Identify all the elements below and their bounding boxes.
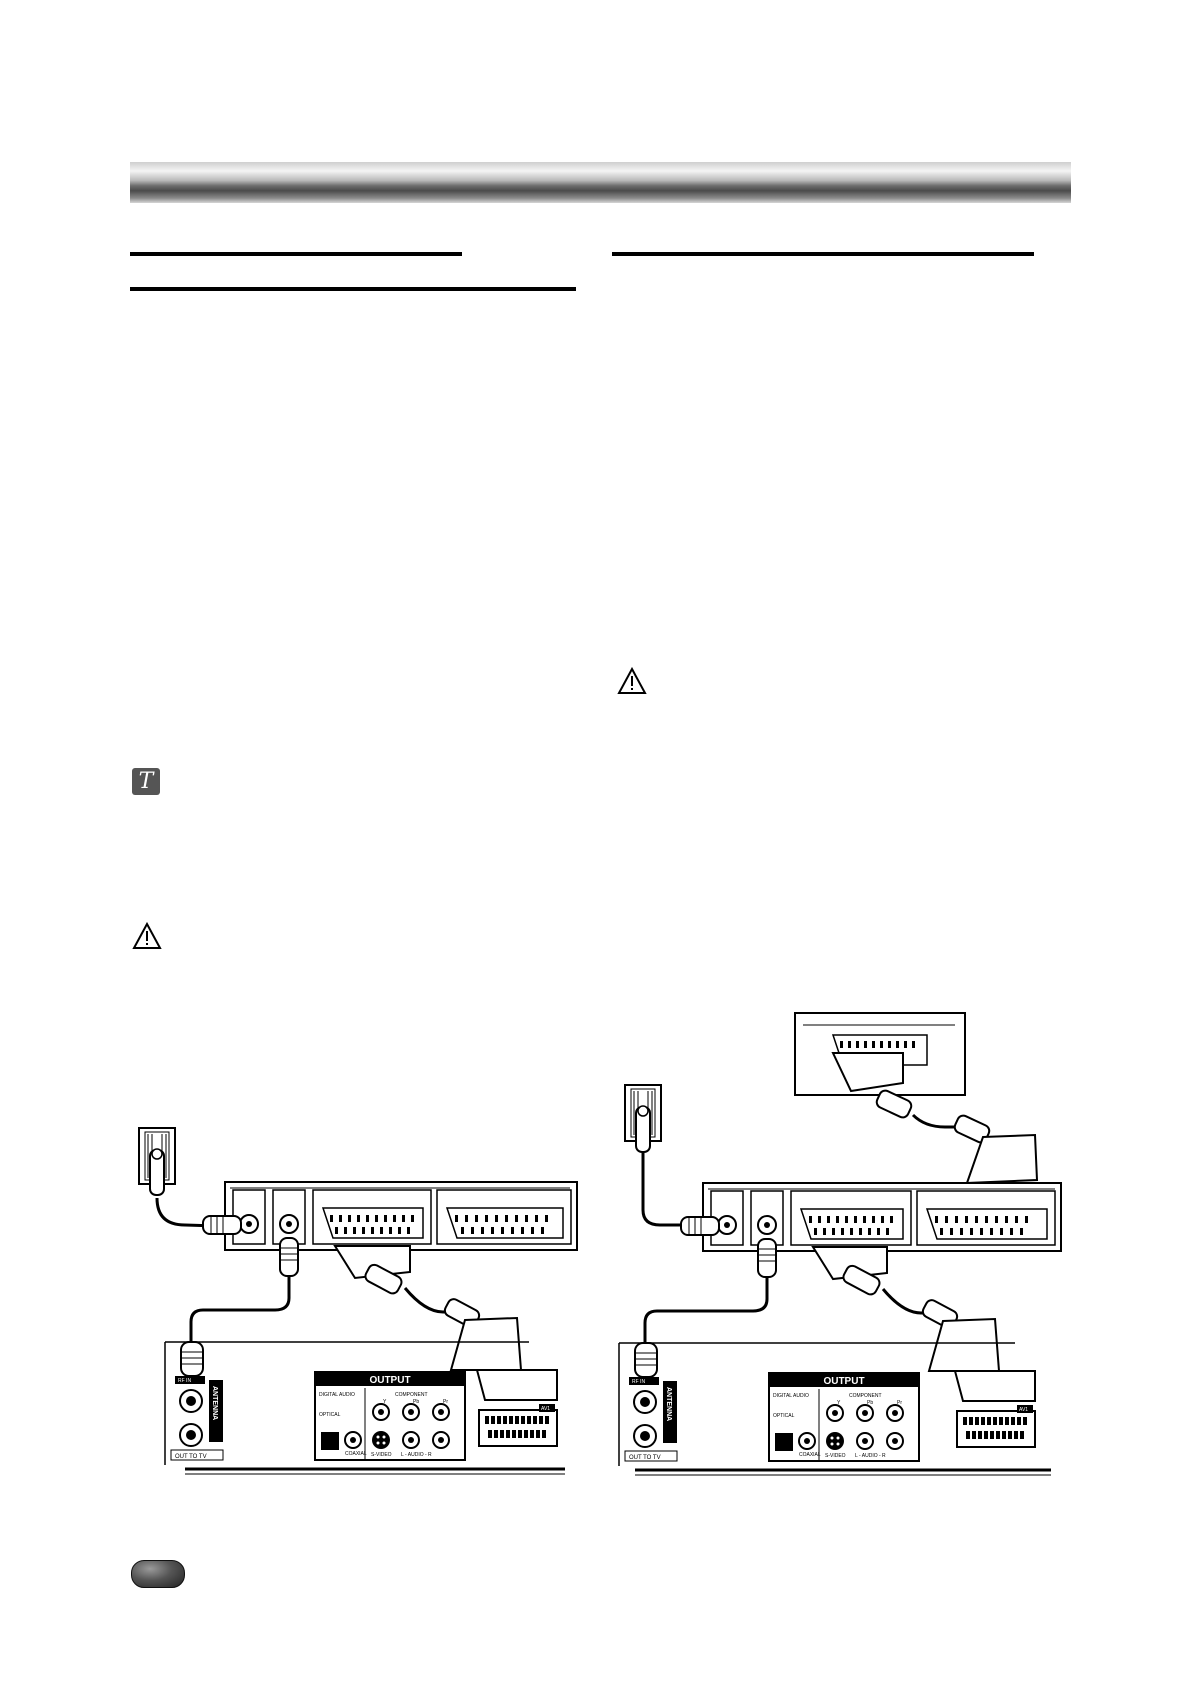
audio-label: L - AUDIO - R (855, 1453, 886, 1459)
left-connection-diagram: RF IN ANTENNA OUT TO TV OUTPUT DIGITAL A… (138, 1127, 578, 1475)
scart-plug-recorder (921, 1299, 1001, 1372)
y-label: Y (837, 1400, 841, 1406)
page-number-tab (131, 1560, 185, 1588)
av1-label: AV1 (541, 1406, 550, 1412)
left-heading-rule-short (130, 252, 462, 256)
y-label: Y (383, 1399, 387, 1405)
rf-plug (680, 1216, 720, 1236)
coaxial-label: COAXIAL (345, 1451, 367, 1457)
s-video-label: S-VIDEO (371, 1452, 392, 1458)
audio-label: L - AUDIO - R (401, 1452, 432, 1458)
pr-label: Pr (443, 1399, 448, 1405)
warning-triangle-icon (617, 667, 647, 694)
coaxial-label: COAXIAL (799, 1452, 821, 1458)
av1-label: AV1 (1019, 1407, 1028, 1413)
left-heading-rule-long (130, 287, 576, 291)
rf-in-label: RF IN (178, 1378, 191, 1384)
component-label: COMPONENT (849, 1393, 882, 1399)
warning-triangle-icon (132, 922, 162, 949)
pr-label: Pr (897, 1400, 902, 1406)
note-icon: T (132, 768, 160, 795)
optical-label: OPTICAL (773, 1413, 795, 1419)
recorder-rear-panel: RF IN ANTENNA OUT TO TV OUTPUT DIGITAL A… (618, 1342, 1051, 1476)
vcr-rear-panel (702, 1182, 1062, 1252)
wall-antenna-outlet (624, 1084, 662, 1153)
component-label: COMPONENT (395, 1392, 428, 1398)
pb-label: Pb (867, 1400, 873, 1406)
output-panel-title: OUTPUT (823, 1376, 864, 1387)
scart-plug-recorder (443, 1298, 523, 1371)
scart-plug-vcr (811, 1246, 888, 1296)
digital-audio-label: DIGITAL AUDIO (319, 1392, 355, 1398)
digital-audio-label: DIGITAL AUDIO (773, 1393, 809, 1399)
vcr-rear-panel (224, 1181, 578, 1251)
out-to-tv-label: OUT TO TV (175, 1454, 207, 1460)
coax-plug (279, 1237, 299, 1277)
wall-antenna-outlet (138, 1127, 176, 1196)
recorder-rear-panel: RF IN ANTENNA OUT TO TV OUTPUT DIGITAL A… (164, 1341, 565, 1475)
scart-plug-tv-vcr (953, 1114, 1039, 1185)
antenna-label: ANTENNA (211, 1386, 218, 1420)
pb-label: Pb (413, 1399, 419, 1405)
section-header-bar (130, 162, 1071, 203)
tv-rear-panel (794, 1012, 966, 1119)
s-video-label: S-VIDEO (825, 1453, 846, 1459)
out-to-tv-label: OUT TO TV (629, 1455, 661, 1461)
coax-plug (757, 1238, 777, 1278)
rf-plug (202, 1215, 242, 1235)
scart-plug-vcr (333, 1245, 411, 1295)
rf-in-label: RF IN (632, 1379, 645, 1385)
right-connection-diagram: RF IN ANTENNA OUT TO TV OUTPUT DIGITAL A… (618, 1012, 1062, 1476)
output-panel-title: OUTPUT (369, 1375, 410, 1386)
optical-label: OPTICAL (319, 1412, 341, 1418)
right-heading-rule (612, 252, 1034, 256)
antenna-label: ANTENNA (665, 1387, 672, 1421)
